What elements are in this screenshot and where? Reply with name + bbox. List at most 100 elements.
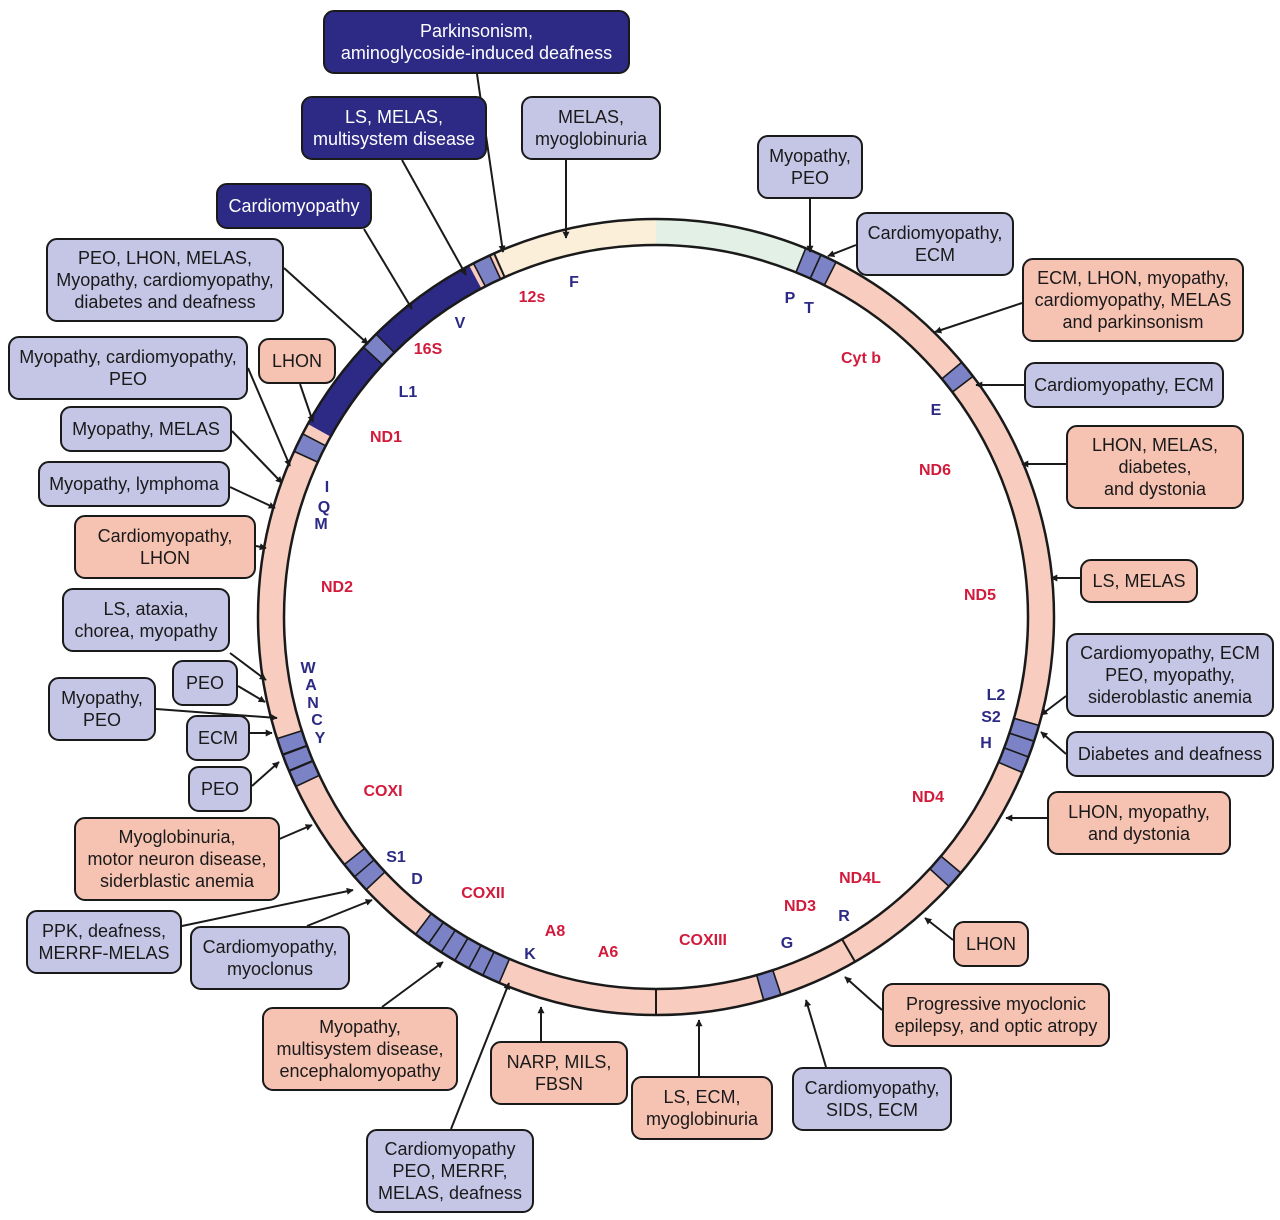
- pointer-arrow: [155, 708, 278, 722]
- disease-box: Myopathy, MELAS: [60, 406, 232, 452]
- pointer-arrow: [401, 159, 467, 276]
- trna-label: Y: [315, 730, 326, 747]
- disease-box: PPK, deafness, MERRF-MELAS: [26, 910, 182, 974]
- gene-label: ND5: [964, 587, 996, 604]
- arrows-layer: [155, 73, 1080, 1130]
- disease-box: Cardiomyopathy, myoclonus: [190, 926, 350, 990]
- gene-boundary-tick: [493, 253, 506, 278]
- disease-box: Myopathy, PEO: [48, 677, 156, 741]
- gene-label: COXIII: [679, 932, 727, 949]
- trna-label: P: [785, 290, 796, 307]
- gene-label: ND3: [784, 898, 816, 915]
- pointer-arrow: [276, 824, 313, 841]
- disease-box: PEO: [188, 766, 252, 812]
- trna-label: A: [305, 677, 317, 694]
- disease-box: Myopathy, multisystem disease, encephalo…: [262, 1007, 458, 1091]
- trna-label: R: [838, 908, 850, 925]
- trna-label: K: [524, 946, 536, 963]
- disease-box: Cardiomyopathy, ECM: [856, 212, 1014, 276]
- trna-label: H: [980, 735, 992, 752]
- gene-label: ND4: [912, 789, 944, 806]
- disease-box: Myopathy, PEO: [757, 135, 863, 199]
- disease-box: Cardiomyopathy PEO, MERRF, MELAS, deafne…: [366, 1129, 534, 1213]
- disease-box: LS, MELAS: [1080, 559, 1198, 603]
- trna-label: V: [455, 315, 466, 332]
- pointer-arrow: [181, 887, 354, 927]
- pointer-arrow: [247, 367, 291, 467]
- trna-label: D: [411, 871, 423, 888]
- disease-box: NARP, MILS, FBSN: [490, 1041, 628, 1105]
- disease-box: LS, ataxia, chorea, myopathy: [62, 588, 230, 652]
- disease-box: Cardiomyopathy, LHON: [74, 515, 256, 579]
- disease-box: LHON, MELAS, diabetes, and dystonia: [1066, 425, 1244, 509]
- pointer-arrow: [934, 302, 1023, 334]
- disease-box: PEO, LHON, MELAS, Myopathy, cardiomyopat…: [46, 238, 284, 322]
- pointer-arrow: [844, 976, 883, 1011]
- pointer-arrow: [231, 430, 283, 484]
- trna-label: M: [314, 516, 327, 533]
- gene-label: ND2: [321, 579, 353, 596]
- disease-box: Cardiomyopathy, SIDS, ECM: [792, 1067, 952, 1131]
- gene-label: ND4L: [839, 870, 881, 887]
- pointer-arrow: [229, 652, 267, 681]
- gene-label: 12s: [519, 289, 546, 306]
- gene-label: ND1: [370, 429, 402, 446]
- genome-ring: [256, 217, 1056, 1017]
- trna-label: G: [781, 935, 793, 952]
- pointer-arrow: [306, 899, 373, 927]
- trna-label: N: [307, 695, 319, 712]
- trna-label: L2: [987, 687, 1006, 704]
- pointer-arrow: [381, 961, 444, 1008]
- disease-box: LHON: [258, 338, 336, 384]
- trna-label: T: [804, 300, 814, 317]
- disease-box: PEO: [172, 660, 238, 706]
- disease-box: Cardiomyopathy: [216, 183, 372, 229]
- pointer-arrow: [450, 982, 510, 1130]
- disease-box: Myopathy, cardiomyopathy, PEO: [8, 336, 248, 400]
- disease-box: ECM: [186, 715, 250, 761]
- disease-box: MELAS, myoglobinuria: [521, 96, 661, 160]
- pointer-arrow: [255, 543, 267, 551]
- disease-box: LS, MELAS, multisystem disease: [301, 96, 487, 160]
- disease-box: LS, ECM, myoglobinuria: [631, 1076, 773, 1140]
- trna-label: Q: [318, 499, 330, 516]
- trna-label: L1: [399, 384, 418, 401]
- gene-label: 16S: [414, 341, 443, 358]
- disease-box: Parkinsonism, aminoglycoside-induced dea…: [323, 10, 630, 74]
- trna-label: S1: [386, 849, 406, 866]
- disease-box: Myopathy, lymphoma: [38, 461, 230, 507]
- pointer-arrow: [299, 383, 315, 423]
- gene-boundary-tick: [841, 938, 856, 963]
- disease-box: Progressive myoclonic epilepsy, and opti…: [882, 983, 1110, 1047]
- pointer-arrow: [229, 486, 276, 509]
- trna-label: W: [300, 660, 316, 677]
- disease-box: LHON: [953, 921, 1029, 967]
- gene-label: A6: [598, 944, 619, 961]
- ring-segment-green: [656, 219, 812, 275]
- pointer-arrow: [251, 761, 280, 787]
- trna-label: E: [931, 402, 942, 419]
- trna-label: S2: [981, 709, 1001, 726]
- gene-label: COXI: [363, 783, 402, 800]
- ring-inner-edge: [282, 243, 1030, 991]
- pointer-arrow: [1040, 731, 1067, 755]
- gene-label: A8: [545, 923, 566, 940]
- trna-label: F: [569, 274, 579, 291]
- pointer-arrow: [283, 267, 369, 345]
- disease-box: LHON, myopathy, and dystonia: [1047, 791, 1231, 855]
- pointer-arrow: [237, 685, 266, 703]
- gene-label: Cyt b: [841, 350, 881, 367]
- trna-label: I: [325, 479, 329, 496]
- pointer-arrow: [804, 999, 827, 1068]
- pointer-arrow: [1040, 695, 1067, 716]
- trna-label: C: [311, 712, 323, 729]
- gene-label: COXII: [461, 885, 505, 902]
- pointer-arrow: [363, 228, 413, 310]
- ring-segment-yellow: [494, 219, 656, 278]
- disease-box: Cardiomyopathy, ECM: [1024, 362, 1224, 408]
- disease-box: Cardiomyopathy, ECM PEO, myopathy, sider…: [1066, 633, 1274, 717]
- pointer-arrow: [827, 244, 857, 257]
